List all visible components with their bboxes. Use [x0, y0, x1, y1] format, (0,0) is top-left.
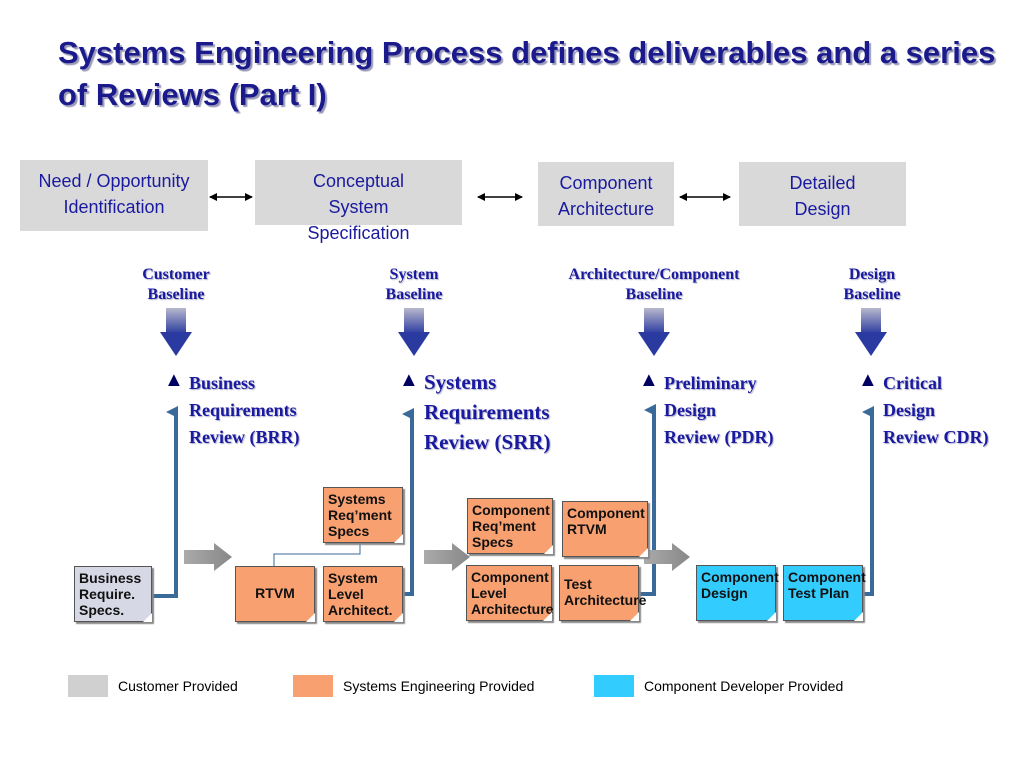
flow-line-pdr	[638, 404, 656, 596]
doc-component-rtvm: Component RTVM	[562, 501, 648, 557]
stage-arrow-2	[424, 543, 470, 571]
phase-conceptual-label: Conceptual System Specification	[307, 171, 410, 243]
phase-need-label: Need / Opportunity Identification	[38, 171, 190, 217]
phase-component-architecture: Component Architecture	[538, 162, 674, 226]
down-arrow-system	[398, 308, 430, 356]
legend-swatch-systems	[293, 675, 333, 697]
flow-line-cdr	[862, 406, 874, 596]
legend-label-developer: Component Developer Provided	[644, 678, 844, 694]
doc-component-test-plan: Component Test Plan	[783, 565, 866, 621]
review-brr: Business Requirements Review (BRR)	[189, 373, 300, 447]
rtvm-specs-connector	[273, 542, 361, 566]
doc-test-architecture: Test Architecture	[559, 565, 646, 621]
phase-detailed-design: Detailed Design	[739, 162, 906, 226]
baseline-system: System Baseline	[385, 266, 443, 303]
review-triangle-icon: ▲	[858, 369, 878, 391]
review-srr: Systems Requirements Review (SRR)	[424, 370, 551, 454]
doc-rtvm: RTVM	[235, 566, 315, 622]
baseline-customer: Customer Baseline	[142, 266, 210, 303]
legend-swatch-developer	[594, 675, 634, 697]
doc-system-level-architecture: System Level Architect.	[323, 566, 403, 622]
phase-detailed-label: Detailed Design	[789, 173, 856, 219]
phase-component-label: Component Architecture	[557, 173, 655, 219]
phase-need-opportunity: Need / Opportunity Identification	[20, 160, 208, 231]
legend-label-customer: Customer Provided	[118, 678, 238, 694]
stage-arrow-1	[184, 543, 232, 571]
legend-swatch-customer	[68, 675, 108, 697]
doc-component-level-architecture: Component Level Architecture	[466, 565, 553, 621]
baseline-architecture: Architecture/Component Baseline	[568, 266, 740, 303]
doc-component-design: Component Design	[696, 565, 779, 621]
doc-systems-requirement-specs: Systems Req’ment Specs	[323, 487, 403, 543]
review-triangle-icon: ▲	[639, 369, 659, 391]
stage-arrow-3	[644, 543, 690, 571]
flow-line-srr	[402, 408, 414, 596]
phase-conceptual-system: Conceptual System Specification	[255, 160, 462, 243]
review-pdr: Preliminary Design Review (PDR)	[664, 373, 774, 447]
baseline-design: Design Baseline	[843, 266, 901, 303]
legend-label-systems: Systems Engineering Provided	[343, 678, 535, 694]
review-triangle-icon: ▲	[399, 369, 419, 391]
down-arrow-architecture	[638, 308, 670, 356]
review-triangle-icon: ▲	[164, 369, 184, 391]
flow-line-brr	[152, 406, 178, 598]
doc-component-requirement-specs: Component Req’ment Specs	[467, 498, 553, 554]
review-cdr: Critical Design Review CDR)	[883, 373, 989, 447]
page-title: Systems Engineering Process defines deli…	[58, 35, 996, 112]
down-arrow-design	[855, 308, 887, 356]
doc-business-requirements-specs: Business Require. Specs.	[74, 566, 152, 622]
down-arrow-customer	[160, 308, 192, 356]
